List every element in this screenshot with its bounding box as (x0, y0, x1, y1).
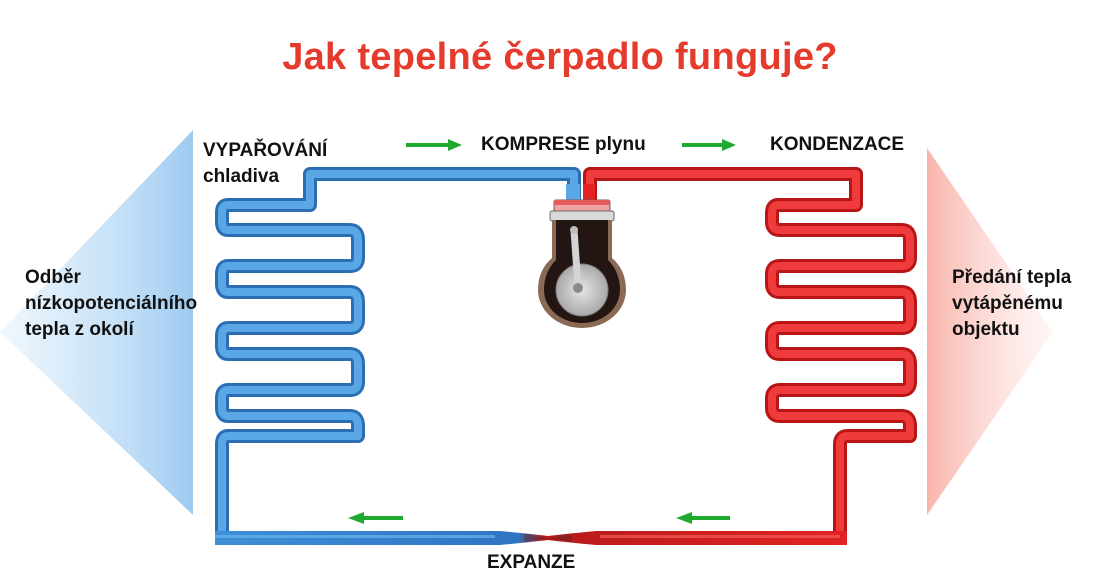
heat-delivery-label-line3: objektu (952, 319, 1020, 340)
heat-delivery-label-line2: vytápěnému (952, 293, 1063, 314)
flow-arrow-top-right (682, 139, 736, 151)
evaporation-label-line1: VYPAŘOVÁNÍ (203, 140, 328, 161)
evaporator-coil (215, 167, 581, 545)
flow-arrow-bottom-left (348, 512, 403, 524)
evaporation-label: VYPAŘOVÁNÍ chladiva (203, 138, 327, 190)
page-title: Jak tepelné čerpadlo funguje? (282, 36, 838, 78)
heat-delivery-label-line1: Předání tepla (952, 267, 1072, 288)
flow-arrow-top-left (406, 139, 462, 151)
expansion-label: EXPANZE (487, 552, 576, 573)
heat-delivery-label: Předání tepla vytápěnému objektu (952, 265, 1071, 343)
cold-heat-field (0, 130, 193, 515)
heat-source-label-line1: Odběr (25, 267, 81, 288)
compression-label: KOMPRESE plynu (481, 134, 646, 155)
hot-heat-field (927, 148, 1053, 515)
heat-source-label: Odběr nízkopotenciálního tepla z okolí (25, 265, 197, 343)
expansion-valve (524, 534, 572, 542)
evaporation-label-line2: chladiva (203, 166, 280, 187)
heat-source-label-line3: tepla z okolí (25, 319, 134, 340)
condenser-coil (583, 167, 917, 545)
compressor (538, 184, 626, 328)
heat-source-label-line2: nízkopotenciálního (25, 293, 198, 314)
bottom-pipe (215, 531, 847, 545)
condensation-label: KONDENZACE (770, 134, 905, 155)
flow-arrow-bottom-right (676, 512, 730, 524)
